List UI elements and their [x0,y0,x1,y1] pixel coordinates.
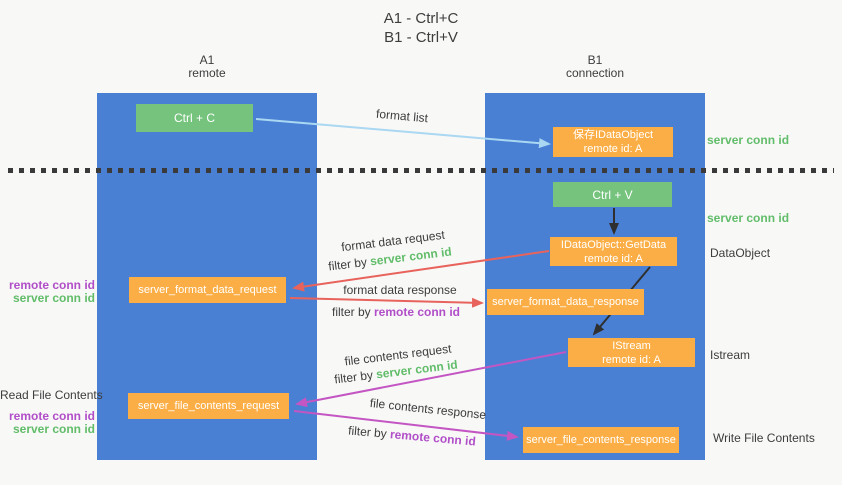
save-idataobject-line1: 保存IDataObject [572,129,654,141]
remote-conn-id-text: remote conn id [374,305,461,319]
ctrl-v-box: Ctrl + V [553,182,672,207]
annotation-read-file-contents: Read File Contents [0,388,103,402]
server-file-contents-response-label: server_file_contents_response [526,434,676,446]
istream-line2: remote id: A [602,353,661,366]
annotation-read-file-group: Read File Contents remote conn id server… [0,388,103,436]
save-idataobject-box: 保存IDataObject remote id: A [553,127,673,157]
annotation-server-conn-id: server conn id [12,291,95,305]
annotation-server-conn-id-mid: server conn id [707,211,790,225]
arrow-file-contents-response [293,410,519,441]
getdata-line1: IDataObject::GetData [560,238,667,251]
ctrl-v-label: Ctrl + V [592,187,633,202]
istream-box: IStream remote id: A [568,338,695,367]
annotation-server-conn-id-top: server conn id [707,133,790,147]
dotted-separator [8,168,834,173]
server-file-contents-response-box: server_file_contents_response [523,427,679,453]
diagram-title: A1 - Ctrl+C B1 - Ctrl+V [0,9,842,47]
ctrl-c-label: Ctrl + C [173,111,215,125]
annotation-write-file-contents: Write File Contents [713,431,815,445]
title-line-1: A1 - Ctrl+C [383,10,459,27]
server-format-data-response-label: server_format_data_response [492,296,639,308]
lane-a1-subtitle: remote [188,66,226,80]
arrow-label-format-data-response: format data response [343,283,457,297]
save-idataobject-line2: remote id: A [583,143,643,155]
annotation-istream: Istream [710,348,751,362]
istream-line1: IStream [612,339,651,352]
annotation-remote-conn-id-2: remote conn id [8,409,95,423]
server-format-data-request-box: server_format_data_request [129,277,286,303]
title-line-2: B1 - Ctrl+V [384,29,458,46]
annotation-dataobject: DataObject [710,246,771,260]
server-file-contents-request-box: server_file_contents_request [128,393,289,419]
arrow-format-list [255,118,551,149]
arrow-format-data-response [289,297,484,308]
arrow-file-contents-request [295,351,567,408]
annotation-server-conn-id-2: server conn id [12,422,95,436]
ctrl-c-box: Ctrl + C [136,104,253,132]
lane-b1-name: B1 [587,53,603,67]
lane-a1-name: A1 [199,53,215,67]
getdata-box: IDataObject::GetData remote id: A [550,237,677,266]
server-format-data-response-box: server_format_data_response [487,289,644,315]
annotation-conn-ids-top: remote conn id server conn id [0,279,95,305]
arrow-format-data-request [292,250,550,292]
filter-by-text: filter by [331,305,374,319]
server-format-data-request-label: server_format_data_request [138,284,277,296]
server-file-contents-request-label: server_file_contents_request [137,400,280,412]
lane-b1-subtitle: connection [565,66,625,80]
lane-header-a1: A1 remote [97,54,317,80]
getdata-line2: remote id: A [584,252,643,265]
lane-header-b1: B1 connection [485,54,705,80]
arrow-label-filter-by-remote-1: filter by remote conn id [332,305,460,319]
annotation-remote-conn-id: remote conn id [8,278,95,292]
